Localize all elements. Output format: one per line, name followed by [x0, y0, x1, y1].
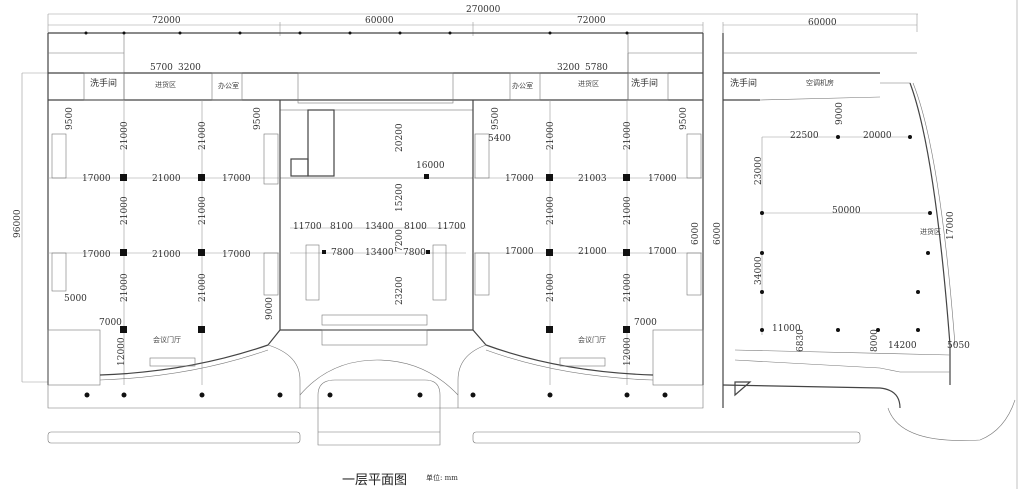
svg-text:11000: 11000 — [772, 324, 801, 334]
dim-overall: 270000 — [466, 5, 501, 15]
svg-text:21000: 21000 — [120, 121, 130, 150]
svg-text:11700: 11700 — [293, 222, 322, 232]
svg-text:14200: 14200 — [888, 341, 917, 351]
svg-text:13400: 13400 — [365, 222, 394, 232]
svg-text:21000: 21000 — [152, 250, 181, 260]
svg-text:5400: 5400 — [488, 134, 511, 144]
svg-text:50000: 50000 — [832, 206, 861, 216]
svg-text:13400: 13400 — [365, 248, 394, 258]
annex-building — [722, 33, 1016, 441]
svg-text:11700: 11700 — [437, 222, 466, 232]
drawing-title: 一层平面图 — [342, 473, 408, 488]
drawing-unit: 单位: mm — [426, 474, 458, 482]
room-loading-3: 进货区 — [920, 227, 941, 236]
dim-top-1: 72000 — [152, 16, 181, 26]
svg-text:17000: 17000 — [222, 250, 251, 260]
room-loading-1: 进货区 — [155, 80, 176, 89]
svg-text:23000: 23000 — [754, 156, 764, 185]
svg-text:3200: 3200 — [178, 63, 201, 73]
svg-text:7200: 7200 — [395, 229, 405, 252]
svg-text:8100: 8100 — [404, 222, 427, 232]
svg-text:21000: 21000 — [198, 121, 208, 150]
svg-text:6830: 6830 — [796, 329, 806, 352]
svg-text:21000: 21000 — [120, 196, 130, 225]
svg-text:15200: 15200 — [395, 183, 405, 212]
room-washroom-1: 洗手间 — [90, 77, 117, 89]
svg-text:9500: 9500 — [679, 107, 689, 130]
dimension-texts: 5700 3200 3200 5780 17000 21000 17000 17… — [64, 63, 970, 366]
room-loading-2: 进货区 — [578, 79, 599, 88]
svg-text:21000: 21000 — [578, 247, 607, 257]
svg-text:12000: 12000 — [117, 337, 127, 366]
room-lobby-2: 会议门厅 — [578, 335, 606, 344]
main-building — [47, 32, 704, 446]
svg-text:8100: 8100 — [330, 222, 353, 232]
svg-text:3200: 3200 — [557, 63, 580, 73]
room-office-1: 办公室 — [218, 81, 239, 90]
svg-text:5050: 5050 — [947, 341, 970, 351]
svg-text:21000: 21000 — [546, 196, 556, 225]
svg-text:23200: 23200 — [395, 276, 405, 305]
svg-text:21000: 21000 — [623, 196, 633, 225]
svg-text:21000: 21000 — [623, 273, 633, 302]
room-washroom-2: 洗手间 — [631, 77, 658, 89]
svg-text:17000: 17000 — [505, 174, 534, 184]
room-office-2: 办公室 — [512, 81, 533, 90]
svg-text:12000: 12000 — [623, 337, 633, 366]
svg-text:21003: 21003 — [578, 174, 607, 184]
svg-text:21000: 21000 — [120, 273, 130, 302]
svg-text:16000: 16000 — [416, 161, 445, 171]
svg-text:9000: 9000 — [835, 102, 845, 125]
svg-text:17000: 17000 — [648, 247, 677, 257]
svg-text:7000: 7000 — [99, 318, 122, 328]
svg-text:5780: 5780 — [585, 63, 608, 73]
svg-text:17000: 17000 — [82, 250, 111, 260]
svg-text:17000: 17000 — [82, 174, 111, 184]
road-markings — [47, 431, 861, 444]
svg-text:34000: 34000 — [754, 256, 764, 285]
svg-text:21000: 21000 — [198, 196, 208, 225]
room-washroom-3: 洗手间 — [730, 77, 757, 89]
svg-text:21000: 21000 — [623, 121, 633, 150]
svg-text:21000: 21000 — [198, 273, 208, 302]
svg-text:9500: 9500 — [253, 107, 263, 130]
svg-text:5700: 5700 — [150, 63, 173, 73]
svg-text:7800: 7800 — [331, 248, 354, 258]
svg-text:17000: 17000 — [505, 247, 534, 257]
room-labels: 洗手间 进货区 办公室 办公室 进货区 洗手间 洗手间 空调机房 会议门厅 会议… — [90, 77, 941, 344]
svg-text:8000: 8000 — [870, 329, 880, 352]
svg-text:20000: 20000 — [863, 131, 892, 141]
svg-text:5000: 5000 — [64, 294, 87, 304]
svg-text:7800: 7800 — [403, 248, 426, 258]
svg-text:6000: 6000 — [713, 222, 723, 245]
svg-text:21000: 21000 — [546, 121, 556, 150]
svg-text:9500: 9500 — [491, 107, 501, 130]
svg-text:9500: 9500 — [65, 107, 75, 130]
room-lobby-1: 会议门厅 — [153, 335, 181, 344]
dim-top-2: 60000 — [365, 16, 394, 26]
room-ac: 空调机房 — [806, 78, 834, 87]
svg-text:21000: 21000 — [546, 273, 556, 302]
svg-text:6000: 6000 — [691, 222, 701, 245]
svg-text:20200: 20200 — [395, 123, 405, 152]
dimension-lines — [21, 13, 918, 383]
structural-columns — [84, 31, 668, 398]
svg-text:7000: 7000 — [634, 318, 657, 328]
svg-text:9000: 9000 — [265, 297, 275, 320]
dim-left-total: 96000 — [13, 209, 23, 238]
dim-top-4: 60000 — [808, 18, 837, 28]
svg-text:17000: 17000 — [648, 174, 677, 184]
svg-text:22500: 22500 — [790, 131, 819, 141]
svg-text:17000: 17000 — [946, 211, 956, 240]
svg-text:17000: 17000 — [222, 174, 251, 184]
svg-text:21000: 21000 — [152, 174, 181, 184]
dim-top-3: 72000 — [577, 16, 606, 26]
